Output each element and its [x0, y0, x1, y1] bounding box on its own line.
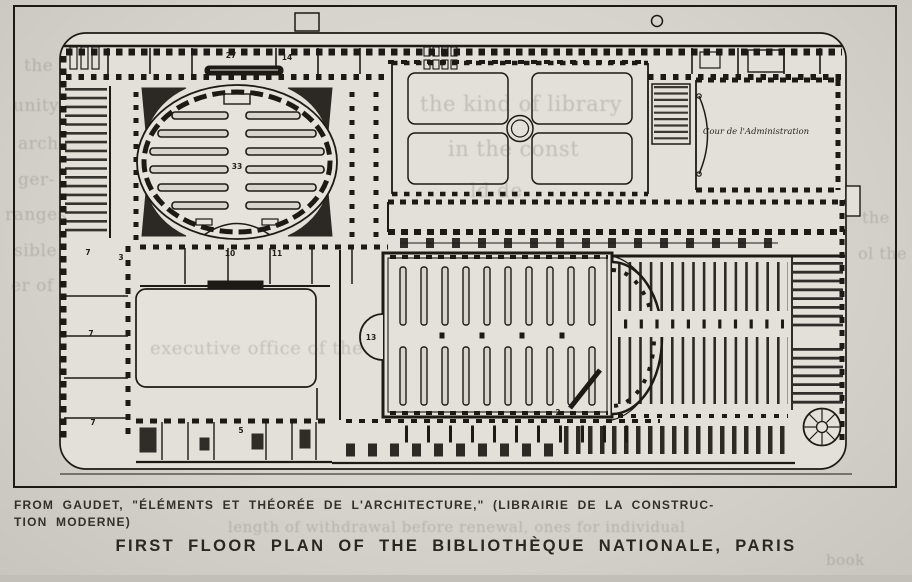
caption-credit-line2: TION MODERNE)	[14, 514, 131, 529]
figure-frame	[13, 5, 897, 488]
figure-title: FIRST FLOOR PLAN OF THE BIBLIOTHÈQUE NAT…	[115, 537, 797, 555]
left-wing-stacks	[59, 56, 139, 438]
oval-reading-room	[136, 84, 379, 240]
caption-credit-line1: FROM GAUDET, "ÉLÉMENTS ET THÉORÉE DE L'A…	[14, 498, 715, 512]
administration-courtyard: Cour de l'Administration	[651, 77, 861, 217]
parterres	[407, 72, 633, 185]
book-stacks	[564, 200, 845, 454]
figure-caption: FROM GAUDET, "ÉLÉMENTS ET THÉORÉE DE L'A…	[14, 497, 898, 556]
west-courtyard	[135, 250, 341, 420]
garden-courtyard	[391, 60, 649, 197]
reading-room-tables	[399, 266, 596, 406]
central-reading-room	[359, 251, 664, 421]
mid-left-rooms	[140, 244, 388, 291]
page-edge-band	[0, 575, 912, 582]
fountain-basin	[506, 114, 534, 143]
bottom-wing	[136, 418, 795, 465]
courtyard-script-label: Cour de l'Administration	[703, 127, 809, 137]
middle-gallery	[387, 199, 845, 248]
reading-tables	[149, 111, 325, 210]
